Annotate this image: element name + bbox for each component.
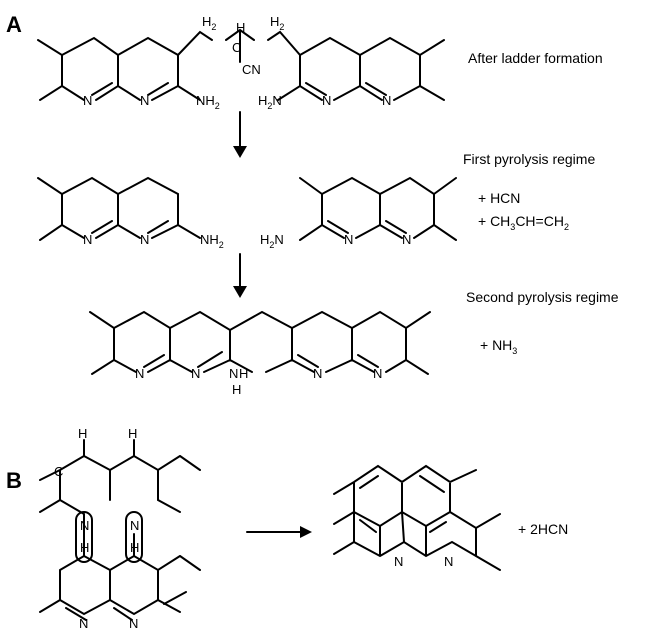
atom-c: C	[232, 40, 241, 55]
atom-h: H	[130, 540, 139, 555]
byproduct-two-hcn: + 2HCN	[518, 521, 568, 537]
atom-h: H	[80, 540, 89, 555]
atom-n: N	[394, 554, 403, 569]
stage-label-first: First pyrolysis regime	[463, 151, 595, 167]
atom-n: N	[229, 366, 238, 381]
svg-text:H2: H2	[202, 14, 216, 32]
byproduct-hcn: + HCN	[478, 190, 520, 206]
atom-n: N	[191, 366, 200, 381]
atom-n: N	[344, 232, 353, 247]
ladder-structure: N N NH2 H2 H C CN H2 H2N N N	[37, 14, 445, 111]
atom-h: H	[236, 20, 245, 35]
byproduct-propene: + CH3CH=CH2	[478, 213, 569, 232]
atom-n: N	[80, 518, 89, 533]
svg-text:H2N: H2N	[258, 93, 282, 111]
reaction-arrow	[233, 253, 247, 298]
graphitic-network-right: N N	[333, 464, 501, 571]
atom-n: N	[444, 554, 453, 569]
stage-label-ladder: After ladder formation	[468, 50, 603, 66]
atom-n: N	[129, 616, 138, 631]
atom-h: H	[232, 382, 241, 397]
methylene-group: H2	[202, 14, 216, 32]
atom-n: N	[402, 232, 411, 247]
first-pyrolysis-fragments: N N NH2 H2N N N	[37, 176, 457, 250]
svg-text:H2N: H2N	[260, 232, 284, 250]
atom-n: N	[79, 616, 88, 631]
atom-n: N	[135, 366, 144, 381]
atom-c: C	[54, 464, 63, 479]
stage-label-second: Second pyrolysis regime	[466, 289, 619, 305]
atom-n: N	[382, 93, 391, 108]
atom-n: N	[373, 366, 382, 381]
atom-n: N	[322, 93, 331, 108]
amine-group: H2N	[260, 232, 284, 250]
graphitic-network-left: C H H N N H H N N	[39, 426, 201, 631]
nitrile-group: CN	[242, 62, 261, 77]
atom-h: H	[128, 426, 137, 441]
atom-h: H	[78, 426, 87, 441]
atom-n: N	[140, 232, 149, 247]
atom-n: N	[130, 518, 139, 533]
reaction-arrow	[233, 111, 247, 158]
atom-n: N	[83, 232, 92, 247]
byproduct-ammonia: + NH3	[480, 337, 517, 356]
svg-text:H2: H2	[270, 14, 284, 32]
second-pyrolysis-structure: N N N H H N N	[89, 310, 431, 397]
amine-group: NH2	[200, 232, 224, 250]
svg-text:NH2: NH2	[200, 232, 224, 250]
methylene-group: H2	[270, 14, 284, 32]
atom-n: N	[140, 93, 149, 108]
atom-n: N	[313, 366, 322, 381]
svg-text:NH2: NH2	[196, 93, 220, 111]
amine-group: H2N	[258, 93, 282, 111]
reaction-arrow	[246, 526, 312, 538]
atom-n: N	[83, 93, 92, 108]
panel-label-b: B	[6, 468, 22, 493]
amine-group: NH2	[196, 93, 220, 111]
atom-h: H	[239, 366, 248, 381]
panel-label-a: A	[6, 12, 22, 37]
